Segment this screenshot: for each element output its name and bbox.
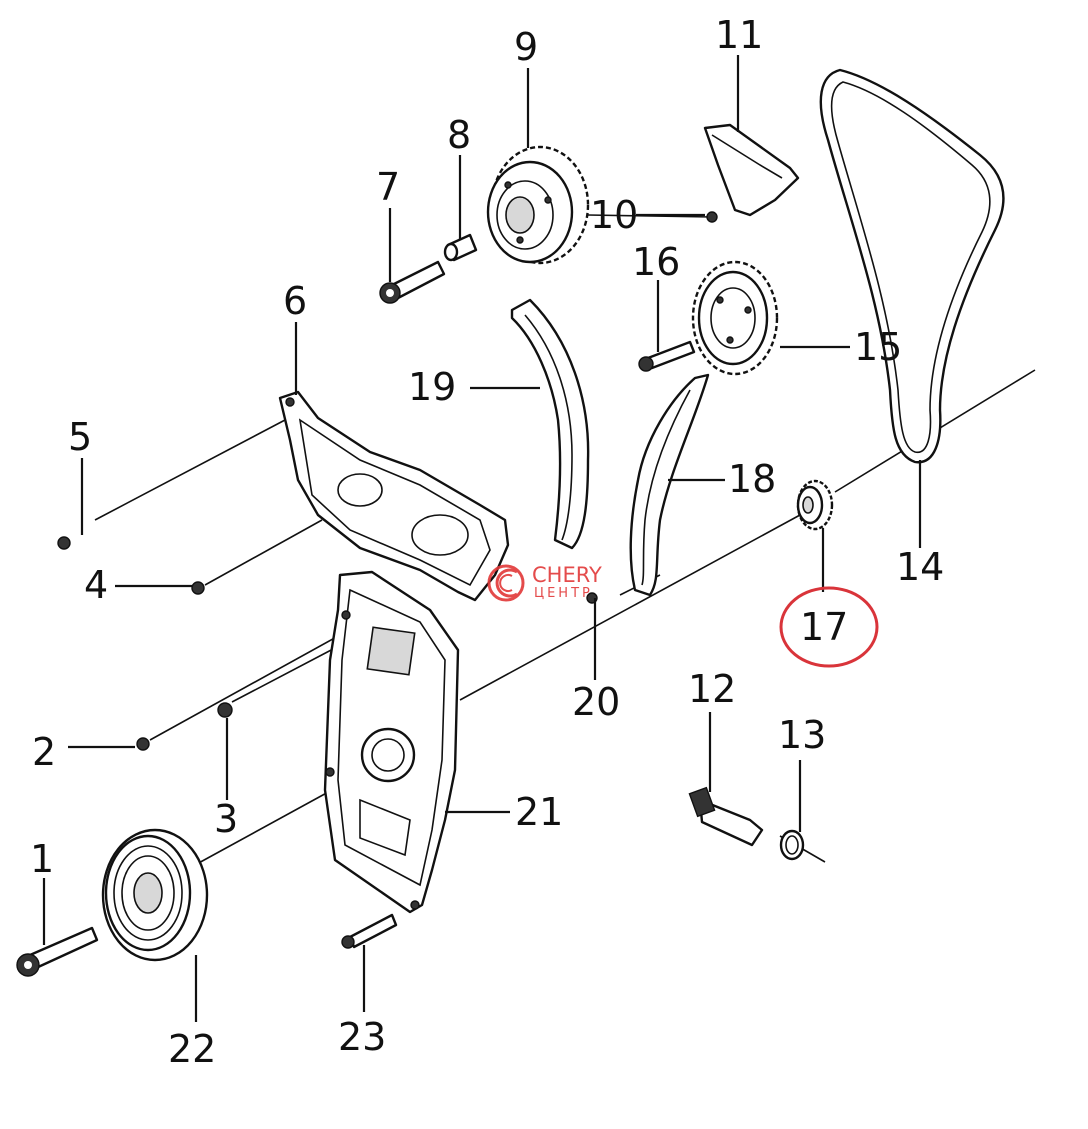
chain-guide-19-part: [510, 298, 590, 550]
cam-sprocket-part: [486, 145, 590, 265]
callout-4: 4: [84, 563, 108, 607]
callout-14: 14: [896, 545, 944, 589]
dowel-pin-part: [443, 233, 478, 262]
upper-chain-guide-part: [703, 123, 800, 217]
chery-center-watermark: CHERY ЦЕНТР: [487, 563, 602, 602]
callout-20: 20: [572, 680, 620, 724]
callout-5: 5: [68, 415, 92, 459]
callout-16: 16: [632, 240, 680, 284]
o-ring-13-part: [779, 829, 805, 861]
timing-cover-part: [323, 570, 460, 914]
callout-7: 7: [376, 165, 400, 209]
callout-8: 8: [447, 113, 471, 157]
sprocket-bolt-16-part: [638, 340, 696, 372]
pulley-bolt-part: [16, 926, 99, 977]
callout-12: 12: [688, 667, 736, 711]
timing-chain-part: [819, 68, 1005, 464]
callout-22: 22: [168, 1027, 216, 1071]
callout-17-highlight-circle: [779, 586, 879, 668]
crankshaft-pulley-part: [101, 828, 209, 962]
upper-housing-part: [278, 390, 510, 602]
callout-10: 10: [590, 193, 638, 237]
callout-23: 23: [338, 1015, 386, 1059]
callout-18: 18: [728, 457, 776, 501]
callout-17: 17: [800, 605, 848, 649]
callout-21: 21: [515, 790, 563, 834]
chain-tensioner-12-part: [688, 786, 764, 847]
callout-labels: 1 2 3 4 5 6 7 8 9 10 11 12 13 14 15 16 1…: [30, 13, 944, 1071]
chery-logo-icon: [487, 564, 525, 602]
guide-bolt-10-part: [706, 211, 718, 223]
callout-15: 15: [854, 325, 902, 369]
callout-6: 6: [283, 279, 307, 323]
callout-13: 13: [778, 713, 826, 757]
cam-bolt-part: [379, 260, 446, 304]
leader-lines: [42, 55, 922, 1022]
callout-2: 2: [32, 730, 56, 774]
crank-sprocket-17-part: [796, 479, 834, 531]
watermark-brand: CHERY: [532, 563, 602, 587]
callout-3: 3: [214, 797, 238, 841]
callout-1: 1: [30, 837, 54, 881]
intermediate-sprocket-part: [691, 260, 779, 376]
callout-19: 19: [408, 365, 456, 409]
callout-9: 9: [514, 25, 538, 69]
watermark-sub: ЦЕНТР: [534, 586, 593, 601]
callout-11: 11: [715, 13, 763, 57]
tensioner-arm-18-part: [629, 373, 710, 597]
